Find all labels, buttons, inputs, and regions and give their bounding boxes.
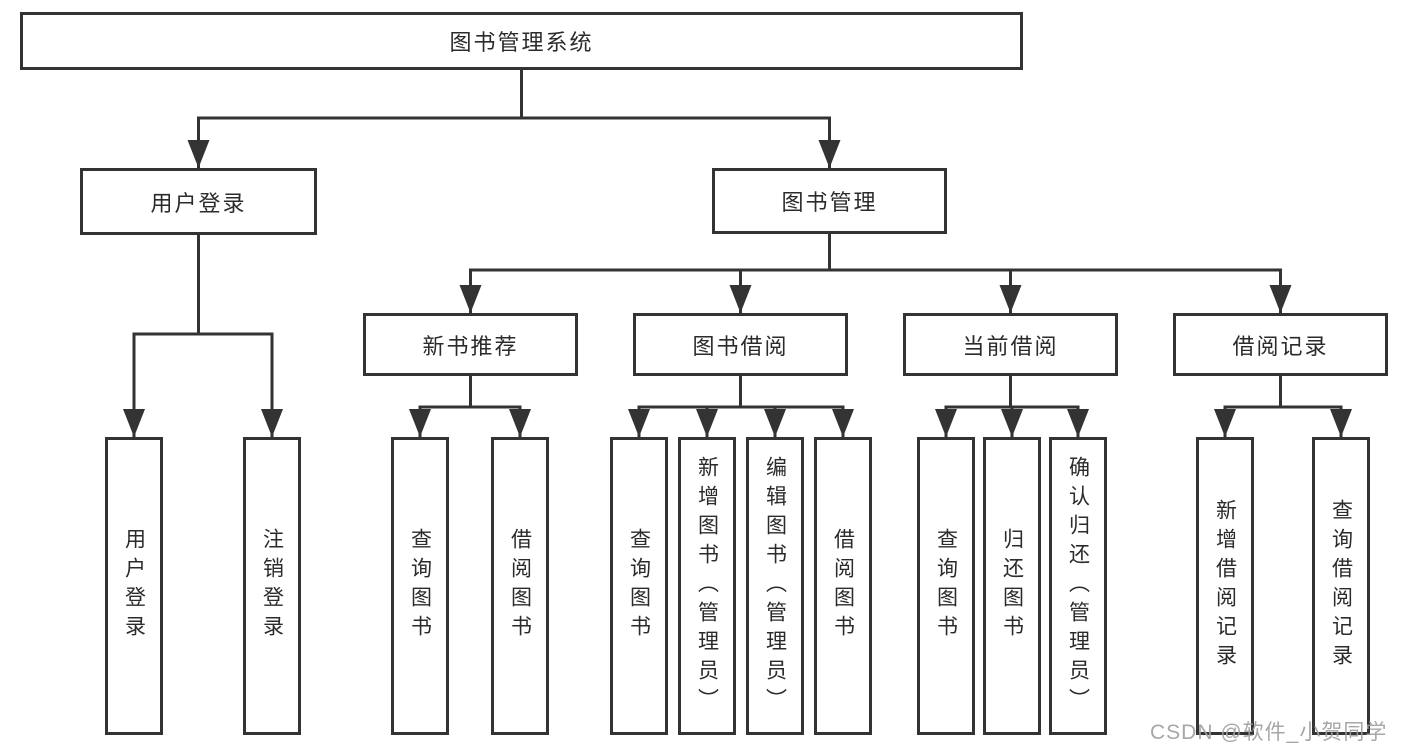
leaf-return-books: 归还图书 [983,437,1041,735]
connector-current-group [944,374,1080,409]
leaf-logout: 注销登录 [243,437,301,735]
connector-records-group [1223,374,1343,409]
node-new-book-rec: 新书推荐 [363,313,578,376]
connector-login-group [132,233,274,336]
node-user-login: 用户登录 [80,168,317,235]
connector-root-to-level2 [197,68,831,120]
leaf-current-query-books: 查询图书 [917,437,975,735]
leaf-add-borrow-record: 新增借阅记录 [1196,437,1254,735]
node-library-system: 图书管理系统 [20,12,1023,70]
connector-borrow-group [637,374,845,409]
connector-mgmt-to-level3 [469,232,1282,272]
node-borrow-records: 借阅记录 [1173,313,1388,376]
connector-rec-group [418,374,522,409]
leaf-user-login: 用户登录 [105,437,163,735]
leaf-borrow-query-books: 查询图书 [610,437,668,735]
node-book-borrow: 图书借阅 [633,313,848,376]
node-current-borrow: 当前借阅 [903,313,1118,376]
node-book-mgmt: 图书管理 [712,168,947,234]
leaf-query-borrow-record: 查询借阅记录 [1312,437,1370,735]
leaf-add-books-admin: 新增图书（管理员） [678,437,736,735]
leaf-confirm-return-admin: 确认归还（管理员） [1049,437,1107,735]
csdn-watermark: CSDN @软件_小贺同学 [1150,721,1388,744]
leaf-edit-books-admin: 编辑图书（管理员） [746,437,804,735]
leaf-rec-borrow-books: 借阅图书 [491,437,549,735]
leaf-borrow-books: 借阅图书 [814,437,872,735]
leaf-rec-query-books: 查询图书 [391,437,449,735]
